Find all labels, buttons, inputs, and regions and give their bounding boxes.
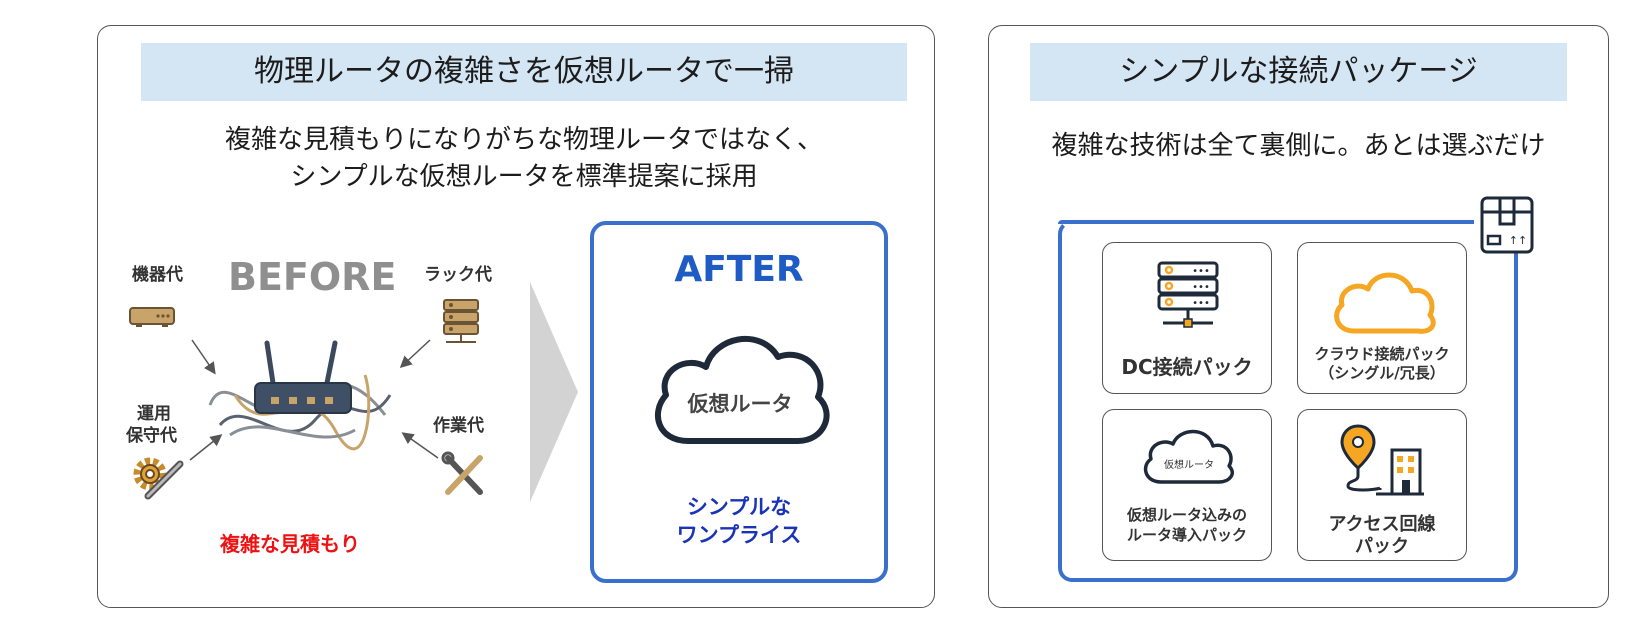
equipment-cost-label: 機器代 [132,265,183,285]
small-cloud-label: 仮想ルータ [1164,458,1214,471]
package-card-dc[interactable]: ••• ••• ••• DC接続パック [1102,242,1272,394]
server-icon: ••• ••• ••• [1157,261,1219,328]
location-building-icon [1340,424,1424,496]
rack-cost-label: ラック代 [424,265,492,285]
gear-wrench-icon [133,457,184,500]
right-banner: シンプルな接続パッケージ [1030,43,1567,101]
before-label: BEFORE [228,255,397,299]
cloud-icon [1334,272,1436,334]
cloud-label: 仮想ルータ [687,392,793,416]
left-panel [97,25,935,608]
left-banner: 物理ルータの複雑さを仮想ルータで一掃 [141,43,907,101]
card-cloud-label-line2: （シングル/冗長） [1319,364,1445,382]
card-dc-label: DC接続パック [1121,355,1253,379]
after-caption-line2: ワンプライス [676,523,802,547]
ops-cost-label-line2: 保守代 [126,426,177,446]
right-subtitle: 複雑な技術は全て裏側に。あとは選ぶだけ [1051,131,1546,161]
complex-estimate-label: 複雑な見積もり [220,532,360,556]
after-label: AFTER [674,249,804,290]
card-cloud-label-line1: クラウド接続パック [1314,345,1450,363]
svg-text:•••: ••• [1192,266,1210,277]
virtual-router-cloud-icon-small: 仮想ルータ [1143,429,1234,484]
after-box: AFTER 仮想ルータ シンプルな ワンプライス [590,221,888,583]
cost-arrows [189,339,439,461]
tools-icon [441,451,483,495]
tangled-router-icon [208,340,392,451]
svg-text:↑↑: ↑↑ [1509,234,1527,247]
device-box-icon [129,307,175,327]
left-subtitle-line2: シンプルな仮想ルータを標準提案に採用 [290,162,758,192]
ops-cost-label-line1: 運用 [137,404,171,424]
package-card-access-line[interactable]: アクセス回線 パック [1297,409,1467,561]
left-subtitle-line1: 複雑な見積もりになりがちな物理ルータではなく、 [224,125,823,155]
card-access-line-label-line2: パック [1355,536,1409,557]
card-access-line-label-line1: アクセス回線 [1328,514,1436,535]
package-frame-top [1058,220,1474,224]
package-frame [1058,220,1518,582]
virtual-router-cloud-icon: 仮想ルータ [655,336,830,444]
after-caption: シンプルな ワンプライス [594,493,884,549]
after-caption-line1: シンプルな [686,495,792,519]
transition-chevron-icon [530,282,578,502]
package-box-icon: ↑↑ [1480,196,1534,254]
card-virtual-router-label-line2: ルータ導入パック [1126,526,1247,544]
card-virtual-router-label-line1: 仮想ルータ込みの [1126,506,1247,524]
svg-text:•••: ••• [1192,282,1210,293]
package-card-virtual-router[interactable]: 仮想ルータ 仮想ルータ込みの ルータ導入パック [1102,409,1272,561]
work-cost-label: 作業代 [433,416,484,436]
svg-text:•••: ••• [1192,298,1210,309]
package-card-cloud[interactable]: クラウド接続パック （シングル/冗長） [1297,242,1467,394]
rack-server-icon [443,299,479,343]
